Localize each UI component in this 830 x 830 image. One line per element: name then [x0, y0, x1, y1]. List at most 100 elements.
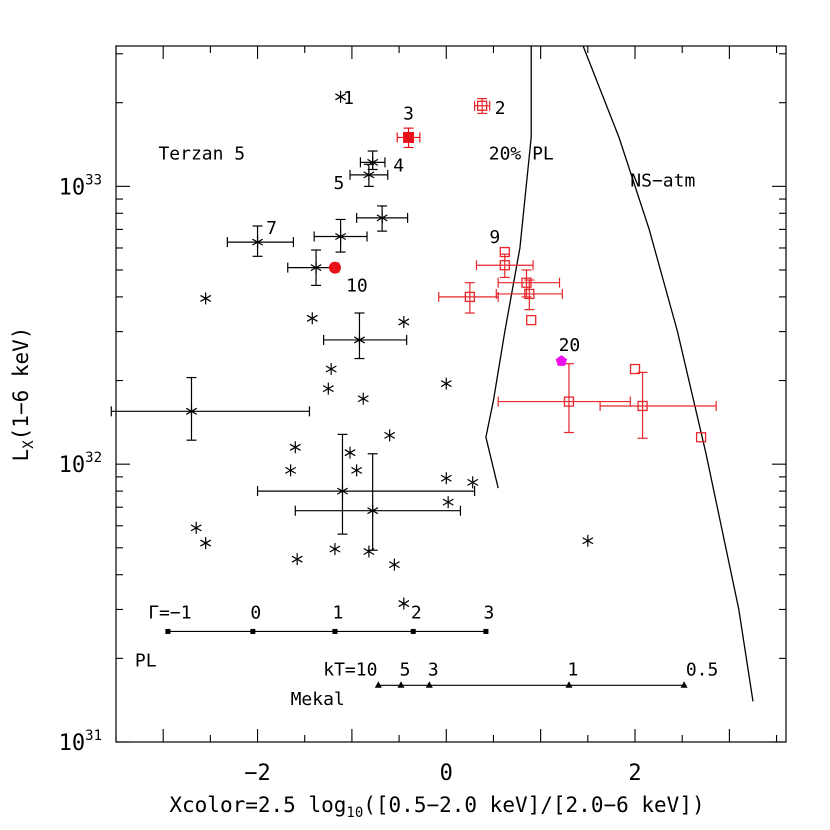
series-magenta: 20 — [555, 335, 581, 366]
star-marker — [325, 365, 337, 373]
data-point: 2 — [473, 98, 506, 119]
scale-tick-label: 1 — [568, 659, 579, 680]
plot-axes — [115, 45, 787, 743]
point-label: 1 — [343, 88, 354, 109]
open-square-marker — [499, 260, 510, 271]
star-marker — [200, 539, 212, 547]
data-point — [356, 205, 409, 232]
data-point — [287, 249, 340, 287]
data-point — [294, 453, 462, 551]
point-label: 2 — [495, 98, 506, 119]
data-point — [289, 441, 301, 454]
y-tick-label: 1032 — [59, 450, 102, 478]
star-marker — [310, 264, 322, 272]
open-square-marker — [629, 363, 641, 375]
data-point — [495, 279, 563, 311]
scale-tick-label: 0 — [250, 602, 261, 623]
data-point — [357, 392, 369, 405]
star-marker — [289, 443, 301, 451]
star-marker — [200, 294, 212, 302]
star-marker — [252, 238, 264, 246]
star-marker — [351, 466, 363, 474]
data-point — [388, 558, 400, 571]
annotation-mekal: Mekal — [291, 689, 345, 710]
scale-tick-label: 3 — [428, 659, 439, 680]
scale-marker — [565, 681, 573, 688]
open-square-marker — [476, 100, 488, 111]
point-label: 7 — [266, 218, 277, 239]
filled-pentagon-marker — [555, 355, 568, 366]
data-point — [440, 377, 452, 390]
star-marker — [384, 431, 396, 439]
scale-tick-label: 1 — [333, 602, 344, 623]
star-marker — [398, 318, 410, 326]
data-point: 1 — [335, 88, 354, 109]
data-point — [599, 371, 717, 439]
open-square-marker — [521, 277, 532, 288]
data-point — [526, 314, 537, 326]
scale-marker — [680, 681, 688, 688]
curve-20-pl — [485, 46, 532, 489]
scale-marker — [332, 628, 338, 634]
point-label: 3 — [403, 103, 414, 124]
point-label: 20 — [559, 335, 581, 356]
x-tick-label: 2 — [628, 761, 641, 786]
star-marker — [388, 561, 400, 569]
star-marker — [376, 214, 388, 222]
annotation-pl: PL — [135, 650, 157, 671]
x-axis-label: Xcolor=2.5 log10([0.5−2.0 keV]/[2.0−6 ke… — [169, 793, 704, 821]
data-point — [398, 597, 410, 610]
annotation-terzan-5: Terzan 5 — [158, 143, 245, 164]
star-marker — [363, 547, 375, 556]
scale-tick-label: 3 — [483, 602, 494, 623]
scale-tick-label: 5 — [400, 659, 411, 680]
star-marker — [291, 555, 303, 563]
data-point — [351, 464, 363, 477]
curve-ns-atm — [582, 45, 754, 702]
scale-tick-label: kT=10 — [323, 659, 377, 680]
star-marker — [335, 232, 347, 240]
data-point: 20 — [555, 335, 581, 366]
model-curves — [485, 45, 754, 702]
filled-square-marker — [403, 131, 415, 143]
series-red-circle: 10 — [328, 261, 368, 297]
data-point — [323, 312, 408, 360]
scale-marker — [250, 628, 256, 634]
star-marker — [336, 487, 348, 495]
star-marker — [329, 545, 341, 553]
scale-marker — [374, 681, 382, 688]
data-point — [442, 496, 454, 509]
scale-tick-label: 0.5 — [686, 659, 719, 680]
scale-tick-label: 2 — [411, 602, 422, 623]
data-point — [582, 534, 594, 547]
star-marker — [322, 385, 334, 393]
data-point: 4 — [359, 150, 404, 176]
plot-frame — [115, 45, 787, 743]
point-label: 10 — [346, 276, 368, 297]
data-point: 7 — [226, 218, 295, 257]
data-point — [695, 432, 707, 443]
data-point — [291, 553, 303, 566]
data-point — [110, 376, 311, 441]
point-label: 4 — [393, 155, 404, 176]
star-marker — [190, 524, 202, 532]
data-point — [629, 363, 641, 375]
data-point — [363, 545, 375, 558]
star-marker — [440, 380, 452, 388]
data-point — [256, 433, 476, 535]
data-point — [322, 382, 334, 395]
star-marker — [367, 507, 379, 515]
star-marker — [442, 498, 454, 506]
star-marker — [467, 478, 479, 486]
star-marker — [367, 158, 379, 166]
data-point — [344, 446, 356, 459]
star-marker — [353, 336, 365, 344]
open-square-marker — [563, 396, 575, 407]
data-point — [285, 464, 297, 477]
data-point — [325, 363, 337, 376]
data-point — [329, 543, 341, 556]
